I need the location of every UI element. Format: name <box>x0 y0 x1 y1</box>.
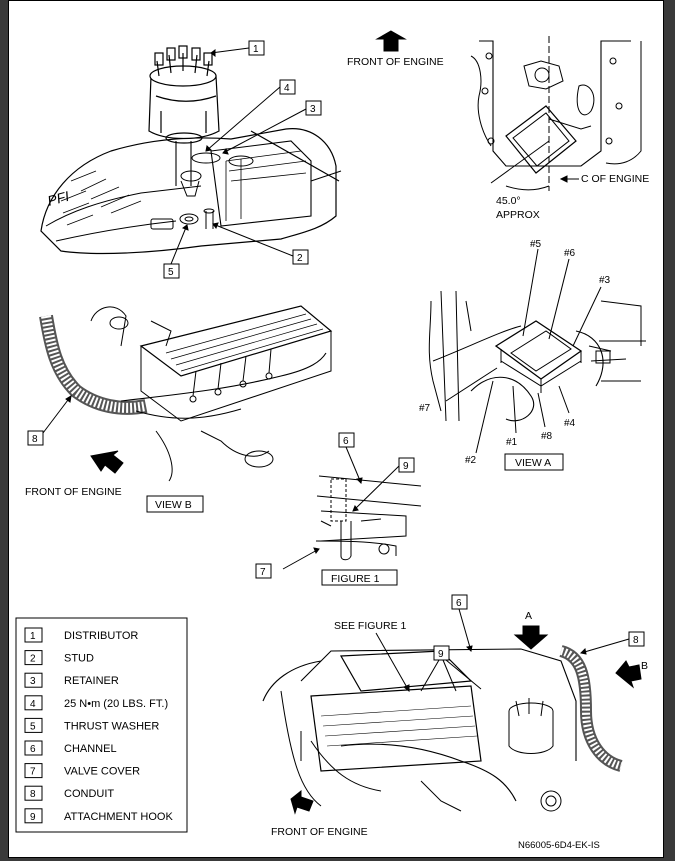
legend-label: CHANNEL <box>64 743 117 755</box>
legend-number: 1 <box>30 631 36 642</box>
legend-rows: 1 DISTRIBUTOR 2 STUD 3 RETAINER 4 25 N•m (20 LB… <box>24 627 173 824</box>
view-b-label-box <box>146 495 204 513</box>
legend-number: 6 <box>30 744 36 755</box>
callout-8-box-view-b <box>27 430 44 446</box>
figure-code: N66005-6D4-EK-IS <box>518 840 600 851</box>
callout-3-box <box>305 100 322 116</box>
front-of-engine-label: FRONT OF ENGINE <box>347 56 444 68</box>
view-a-label: VIEW A <box>515 457 551 469</box>
approx-label: APPROX <box>496 209 540 221</box>
callout-3: 3 <box>310 104 316 115</box>
centerline-label: C OF ENGINE <box>581 173 649 185</box>
front-arrow-view-b-icon <box>90 450 124 474</box>
wire-tag-4: #4 <box>564 418 576 429</box>
callout-8-view-b: 8 <box>32 434 38 445</box>
legend-row: 7 VALVE COVER <box>24 763 140 779</box>
legend-row: 9 ATTACHMENT HOOK <box>24 808 173 824</box>
engine-overview-illustration: A B 6 8 9 SEE FIGURE 1 <box>262 594 648 851</box>
legend-number-box <box>24 717 43 733</box>
view-a-callout-label: A <box>525 610 532 622</box>
legend-number: 3 <box>30 676 36 687</box>
callout-2-box <box>292 249 309 265</box>
distributor-exploded-illustration: PFI 1 4 3 2 5 <box>40 40 342 279</box>
service-manual-sheet: PFI 1 4 3 2 5 <box>8 0 664 858</box>
wire-tag-5: #5 <box>530 239 542 250</box>
view-a-label-box <box>504 453 564 471</box>
engine-block-centerline-view: 45.0° APPROX C OF ENGINE <box>470 36 649 221</box>
view-a-arrow-icon <box>513 625 549 650</box>
legend-row: 5 THRUST WASHER <box>24 717 159 733</box>
legend-label: THRUST WASHER <box>64 720 159 732</box>
figure-1-label-box <box>321 569 398 586</box>
legend-number-box <box>24 740 43 756</box>
legend-number-box <box>24 672 43 688</box>
legend-label: CONDUIT <box>64 788 114 800</box>
legend-row: 6 CHANNEL <box>24 740 117 756</box>
callout-9-overview: 9 <box>438 649 444 660</box>
legend-number-box <box>24 627 43 643</box>
wire-tag-2: #2 <box>465 455 477 466</box>
figure-1-illustration: 6 9 7 FIGURE 1 <box>255 432 422 586</box>
callout-6-fig1: 6 <box>343 436 349 447</box>
legend-number-box <box>24 763 43 779</box>
angle-label: 45.0° <box>496 195 521 207</box>
legend-number-box <box>24 695 43 711</box>
legend-label: VALVE COVER <box>64 766 140 778</box>
legend-row: 2 STUD <box>24 650 94 666</box>
callout-6-overview: 6 <box>456 598 462 609</box>
callout-9-box-fig1 <box>398 457 415 473</box>
view-b-label: VIEW B <box>155 499 192 511</box>
legend-number: 8 <box>30 789 36 800</box>
distributor-installation-diagram: PFI 1 4 3 2 5 <box>15 30 649 851</box>
wire-tag-8: #8 <box>541 431 553 442</box>
see-figure-1-label: SEE FIGURE 1 <box>334 620 407 632</box>
view-a-illustration: #5 #6 #3 #7 #4 #8 #1 #2 VIEW A <box>419 239 646 471</box>
legend-number: 4 <box>30 699 36 710</box>
legend-number-box <box>24 650 43 666</box>
callout-9-fig1: 9 <box>403 461 409 472</box>
legend-number: 7 <box>30 767 36 778</box>
front-of-engine-view-b-label: FRONT OF ENGINE <box>25 486 122 498</box>
front-arrow-bottom-icon <box>290 789 314 815</box>
callout-4: 4 <box>284 83 290 94</box>
legend-label: 25 N•m (20 LBS. FT.) <box>64 698 168 710</box>
legend-row: 3 RETAINER <box>24 672 119 688</box>
wire-tag-6: #6 <box>564 248 576 259</box>
callout-5: 5 <box>168 267 174 278</box>
legend-number: 9 <box>30 812 36 823</box>
callout-2: 2 <box>297 253 303 264</box>
front-arrow-up-icon <box>375 30 407 52</box>
legend-row: 8 CONDUIT <box>24 785 114 801</box>
legend-label: ATTACHMENT HOOK <box>64 811 173 823</box>
callout-1: 1 <box>253 44 259 55</box>
legend-number-box <box>24 785 43 801</box>
callout-7-box-fig1 <box>255 563 272 579</box>
legend-number: 2 <box>30 654 36 665</box>
legend-label: DISTRIBUTOR <box>64 630 138 642</box>
callout-9-box-overview <box>433 645 450 661</box>
legend-number-box <box>24 808 43 824</box>
wire-tag-7: #7 <box>419 403 431 414</box>
legend-row: 1 DISTRIBUTOR <box>24 627 138 643</box>
legend-label: STUD <box>64 653 94 665</box>
wire-tag-3: #3 <box>599 275 611 286</box>
front-of-engine-top: FRONT OF ENGINE <box>347 30 444 68</box>
legend-label: RETAINER <box>64 675 119 687</box>
legend-number: 5 <box>30 721 36 732</box>
view-b-arrow-icon <box>615 660 642 689</box>
callout-8-overview: 8 <box>633 635 639 646</box>
wire-tag-1: #1 <box>506 437 518 448</box>
view-b-callout-label: B <box>641 660 648 672</box>
pfi-lettering: PFI <box>46 188 71 209</box>
legend-row: 4 25 N•m (20 LBS. FT.) <box>24 695 168 711</box>
view-b-illustration: 8 FRONT OF ENGINE VIEW B <box>25 305 333 513</box>
front-of-engine-bottom-label: FRONT OF ENGINE <box>271 826 368 838</box>
figure-1-label: FIGURE 1 <box>331 573 380 585</box>
legend-box <box>15 617 188 833</box>
callout-7-fig1: 7 <box>260 567 266 578</box>
distributor-cap <box>148 45 220 144</box>
